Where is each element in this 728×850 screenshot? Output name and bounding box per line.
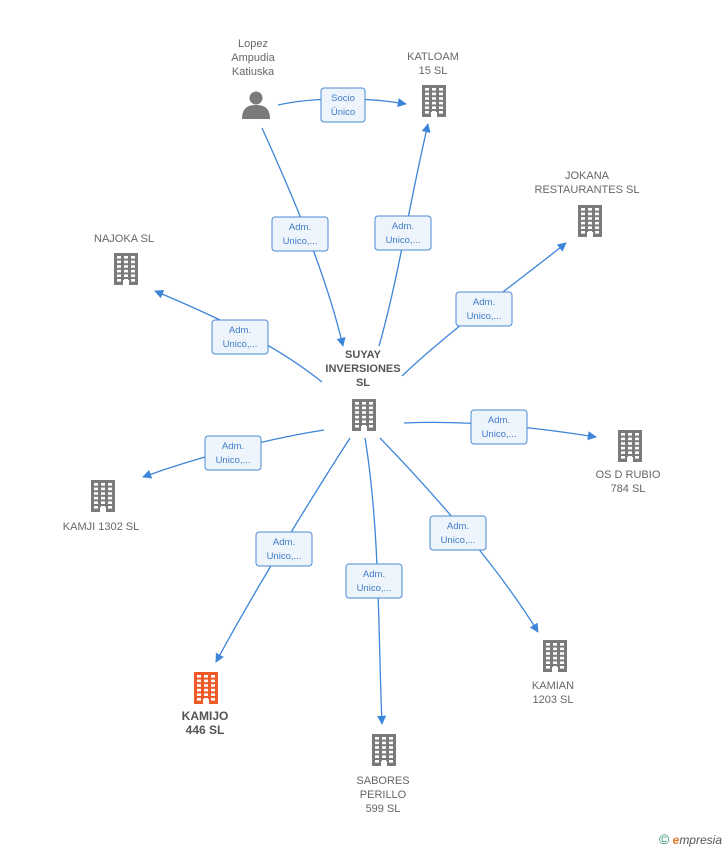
edge-suyay-osdrubio: Adm. Unico,... — [403, 409, 597, 445]
edge-label-text: Adm. — [222, 441, 244, 452]
edge-label-text: Socio — [331, 93, 355, 104]
edge-suyay-kamijo: Adm. Unico,... — [215, 437, 351, 663]
node-label: OS D RUBIO — [596, 469, 661, 481]
brand-initial: e — [672, 833, 680, 847]
edge-label-box[interactable]: Adm. Unico,... — [255, 531, 313, 567]
node-label: JOKANA — [565, 170, 610, 182]
edge-label-text: Adm. — [473, 297, 495, 308]
edge-label-box[interactable]: Adm. Unico,... — [345, 563, 403, 599]
node-kamji[interactable]: KAMJI 1302 SL — [63, 480, 139, 533]
edge-label-text: Adm. — [273, 537, 295, 548]
building-icon — [372, 734, 396, 766]
node-sabores[interactable]: SABORES PERILLO 599 SL — [356, 734, 410, 815]
building-icon — [543, 640, 567, 672]
edge-lopez-suyay: Adm. Unico,... — [261, 127, 346, 347]
edge-label-box[interactable]: Adm. Unico,... — [204, 435, 262, 471]
node-label: NAJOKA SL — [94, 233, 154, 245]
node-label: SUYAY — [345, 349, 382, 361]
edge-suyay-kamji: Adm. Unico,... — [142, 429, 325, 479]
edge-label-text: Adm. — [447, 521, 469, 532]
node-label: INVERSIONES — [325, 363, 400, 375]
node-label: KAMIAN — [532, 680, 574, 692]
building-icon — [91, 480, 115, 512]
edge-label-text: Unico,... — [267, 551, 302, 562]
edge-label-text: Unico,... — [482, 429, 517, 440]
node-najoka[interactable]: NAJOKA SL — [94, 233, 154, 285]
edge-label-text: Unico,... — [386, 235, 421, 246]
edge-label-text: Adm. — [488, 415, 510, 426]
node-label: SL — [356, 377, 370, 389]
edge-label-text: Unico,... — [283, 236, 318, 247]
node-label: SABORES — [356, 775, 409, 787]
edge-label-text: Unico,... — [357, 583, 392, 594]
building-icon — [618, 430, 642, 462]
node-osdrubio[interactable]: OS D RUBIO 784 SL — [596, 430, 661, 495]
node-label: Ampudia — [231, 52, 275, 64]
node-label: Katiuska — [232, 66, 275, 78]
node-label: 446 SL — [186, 723, 225, 737]
node-label: KATLOAM — [407, 51, 459, 63]
edge-label-box[interactable]: Adm. Unico,... — [211, 319, 269, 355]
edge-label-text: Único — [331, 107, 355, 118]
edge-label-text: Unico,... — [223, 339, 258, 350]
edge-label-box[interactable]: Adm. Unico,... — [374, 215, 432, 251]
node-label: 15 SL — [419, 65, 448, 77]
copyright-symbol: © — [658, 831, 670, 847]
edge-label-box[interactable]: Adm. Unico,... — [271, 216, 329, 252]
node-label: Lopez — [238, 38, 268, 50]
node-label: 599 SL — [366, 803, 401, 815]
edge-suyay-najoka: Adm. Unico,... — [154, 289, 323, 383]
node-label: RESTAURANTES SL — [535, 184, 640, 196]
edge-label-box[interactable]: Adm. Unico,... — [455, 291, 513, 327]
node-label: PERILLO — [360, 789, 407, 801]
building-icon — [578, 205, 602, 237]
edge-label-box[interactable]: Adm. Unico,... — [429, 515, 487, 551]
node-jokana[interactable]: JOKANA RESTAURANTES SL — [535, 170, 640, 237]
edges-layer: SocioÚnicoAdm.Unico,...Adm.Unico,...Adm.… — [142, 87, 597, 725]
edge-label-text: Unico,... — [467, 311, 502, 322]
node-suyay[interactable]: SUYAY INVERSIONES SL — [325, 349, 401, 431]
edge-label-text: Adm. — [229, 325, 251, 336]
node-label: KAMJI 1302 SL — [63, 521, 139, 533]
node-label: 1203 SL — [533, 694, 574, 706]
person-icon — [242, 91, 270, 119]
node-katloam[interactable]: KATLOAM 15 SL — [407, 51, 459, 117]
brand-footer: © empresia — [659, 831, 722, 847]
building-icon — [352, 399, 376, 431]
node-kamian[interactable]: KAMIAN 1203 SL — [532, 640, 574, 706]
edge-label-text: Adm. — [363, 569, 385, 580]
building-icon — [114, 253, 138, 285]
edge-suyay-kamian: Adm. Unico,... — [379, 437, 539, 633]
edge-label-box[interactable]: Adm. Unico,... — [470, 409, 528, 445]
node-label: KAMIJO — [182, 709, 229, 723]
brand-name: mpresia — [679, 833, 722, 847]
edge-suyay-katloam: Adm. Unico,... — [374, 123, 432, 347]
edge-suyay-sabores: Adm. Unico,... — [345, 437, 403, 725]
edge-label-text: Adm. — [392, 221, 414, 232]
edge-suyay-jokana: Adm. Unico,... — [401, 242, 567, 377]
edge-label-text: Unico,... — [441, 535, 476, 546]
node-label: 784 SL — [611, 483, 646, 495]
edge-label-text: Adm. — [289, 222, 311, 233]
building-icon — [422, 85, 446, 117]
edge-label-text: Unico,... — [216, 455, 251, 466]
building-icon — [194, 672, 218, 704]
